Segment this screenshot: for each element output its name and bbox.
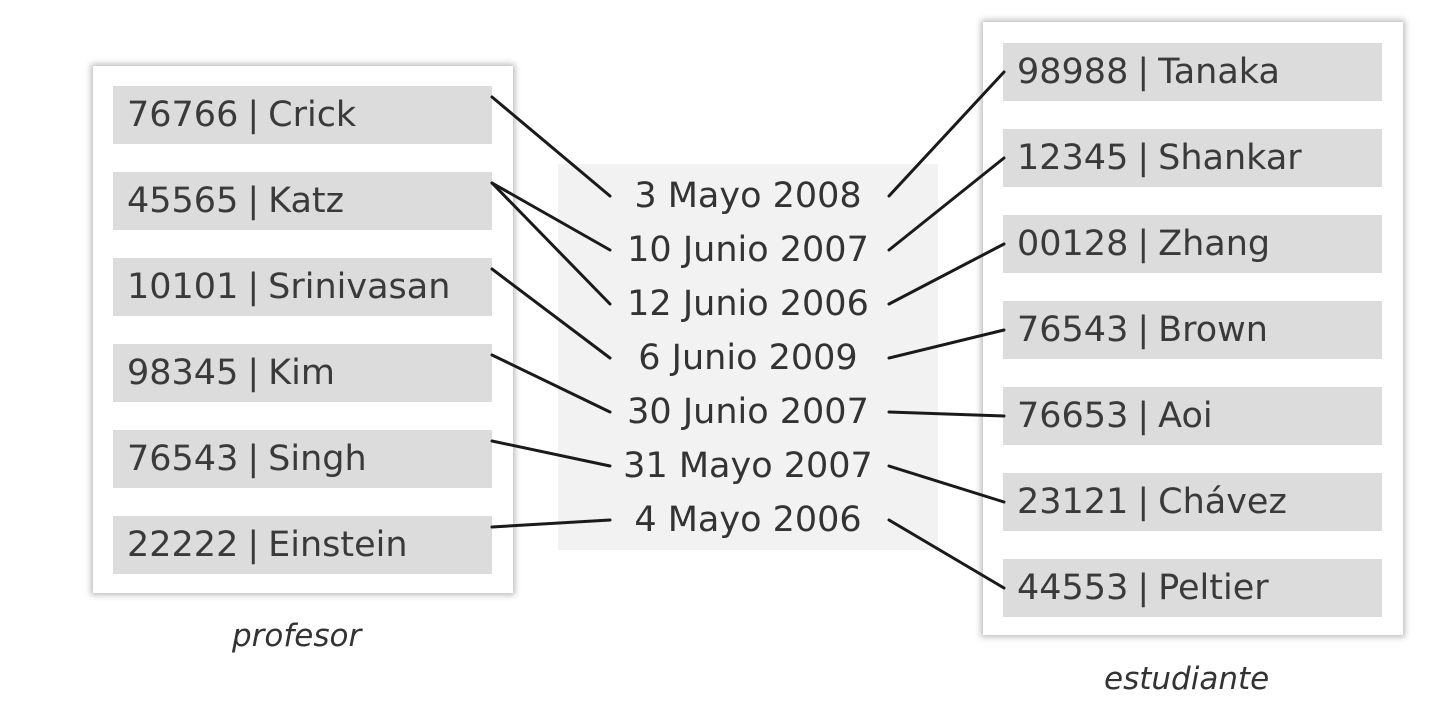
profesor-row-name: Crick xyxy=(268,95,357,135)
row-separator: | xyxy=(247,353,260,393)
profesor-row-id: 10101 xyxy=(127,267,239,307)
estudiante-row-id: 44553 xyxy=(1017,568,1129,608)
date-estudiante-link xyxy=(887,518,1006,590)
estudiante-row-name: Tanaka xyxy=(1158,52,1280,92)
profesor-date-link xyxy=(490,353,612,414)
profesor-row-id: 76766 xyxy=(127,95,239,135)
profesor-date-link xyxy=(490,181,612,306)
row-separator: | xyxy=(1137,482,1150,522)
row-separator: | xyxy=(1137,52,1150,92)
date-label: 12 Junio 2006 xyxy=(627,284,869,324)
date-estudiante-link xyxy=(887,242,1006,306)
profesor-row-id: 22222 xyxy=(127,525,239,565)
profesor-row: 76543|Singh xyxy=(113,430,492,488)
profesor-date-link xyxy=(490,518,612,529)
row-separator: | xyxy=(1137,396,1150,436)
profesor-row-name: Kim xyxy=(268,353,335,393)
row-separator: | xyxy=(1137,568,1150,608)
date-label: 4 Mayo 2006 xyxy=(634,500,862,540)
profesor-row-name: Srinivasan xyxy=(268,267,451,307)
estudiante-row-id: 98988 xyxy=(1017,52,1129,92)
row-separator: | xyxy=(247,181,260,221)
date-label: 10 Junio 2007 xyxy=(627,230,869,270)
estudiante-row-name: Peltier xyxy=(1158,568,1269,608)
date-estudiante-link xyxy=(887,156,1006,252)
date-estudiante-link xyxy=(887,328,1006,360)
profesor-row: 22222|Einstein xyxy=(113,516,492,574)
profesor-date-link xyxy=(490,439,612,468)
row-separator: | xyxy=(247,439,260,479)
profesor-date-link xyxy=(490,267,612,360)
estudiante-row-name: Chávez xyxy=(1158,482,1287,522)
estudiante-row-id: 76543 xyxy=(1017,310,1129,350)
estudiante-row: 98988|Tanaka xyxy=(1003,43,1382,101)
estudiante-row: 44553|Peltier xyxy=(1003,559,1382,617)
estudiante-row-name: Shankar xyxy=(1158,138,1302,178)
profesor-row: 45565|Katz xyxy=(113,172,492,230)
estudiante-row-id: 00128 xyxy=(1017,224,1129,264)
estudiante-row: 23121|Chávez xyxy=(1003,473,1382,531)
estudiante-row: 00128|Zhang xyxy=(1003,215,1382,273)
row-separator: | xyxy=(1137,138,1150,178)
date-label: 6 Junio 2009 xyxy=(638,338,858,378)
profesor-row-id: 76543 xyxy=(127,439,239,479)
date-label: 30 Junio 2007 xyxy=(627,392,869,432)
row-separator: | xyxy=(1137,310,1150,350)
estudiante-row: 76543|Brown xyxy=(1003,301,1382,359)
row-separator: | xyxy=(247,95,260,135)
estudiante-row: 76653|Aoi xyxy=(1003,387,1382,445)
profesor-caption: profesor xyxy=(232,618,362,654)
estudiante-row: 12345|Shankar xyxy=(1003,129,1382,187)
profesor-row: 98345|Kim xyxy=(113,344,492,402)
profesor-row: 10101|Srinivasan xyxy=(113,258,492,316)
estudiante-row-id: 76653 xyxy=(1017,396,1129,436)
row-separator: | xyxy=(247,525,260,565)
profesor-date-link xyxy=(490,95,612,198)
date-label: 3 Mayo 2008 xyxy=(634,176,862,216)
date-estudiante-link xyxy=(887,410,1006,418)
profesor-row-name: Katz xyxy=(268,181,345,221)
profesor-row: 76766|Crick xyxy=(113,86,492,144)
estudiante-row-id: 23121 xyxy=(1017,482,1129,522)
estudiante-row-id: 12345 xyxy=(1017,138,1129,178)
date-estudiante-link xyxy=(887,70,1006,198)
profesor-date-link xyxy=(490,181,612,252)
profesor-row-id: 45565 xyxy=(127,181,239,221)
row-separator: | xyxy=(1137,224,1150,264)
row-separator: | xyxy=(247,267,260,307)
estudiante-row-name: Brown xyxy=(1158,310,1268,350)
date-label: 31 Mayo 2007 xyxy=(623,446,873,486)
date-estudiante-link xyxy=(887,464,1006,504)
estudiante-caption: estudiante xyxy=(1104,661,1270,697)
profesor-row-id: 98345 xyxy=(127,353,239,393)
estudiante-row-name: Aoi xyxy=(1158,396,1213,436)
profesor-row-name: Singh xyxy=(268,439,367,479)
dates-background xyxy=(558,164,938,550)
profesor-row-name: Einstein xyxy=(268,525,408,565)
estudiante-row-name: Zhang xyxy=(1158,224,1271,264)
